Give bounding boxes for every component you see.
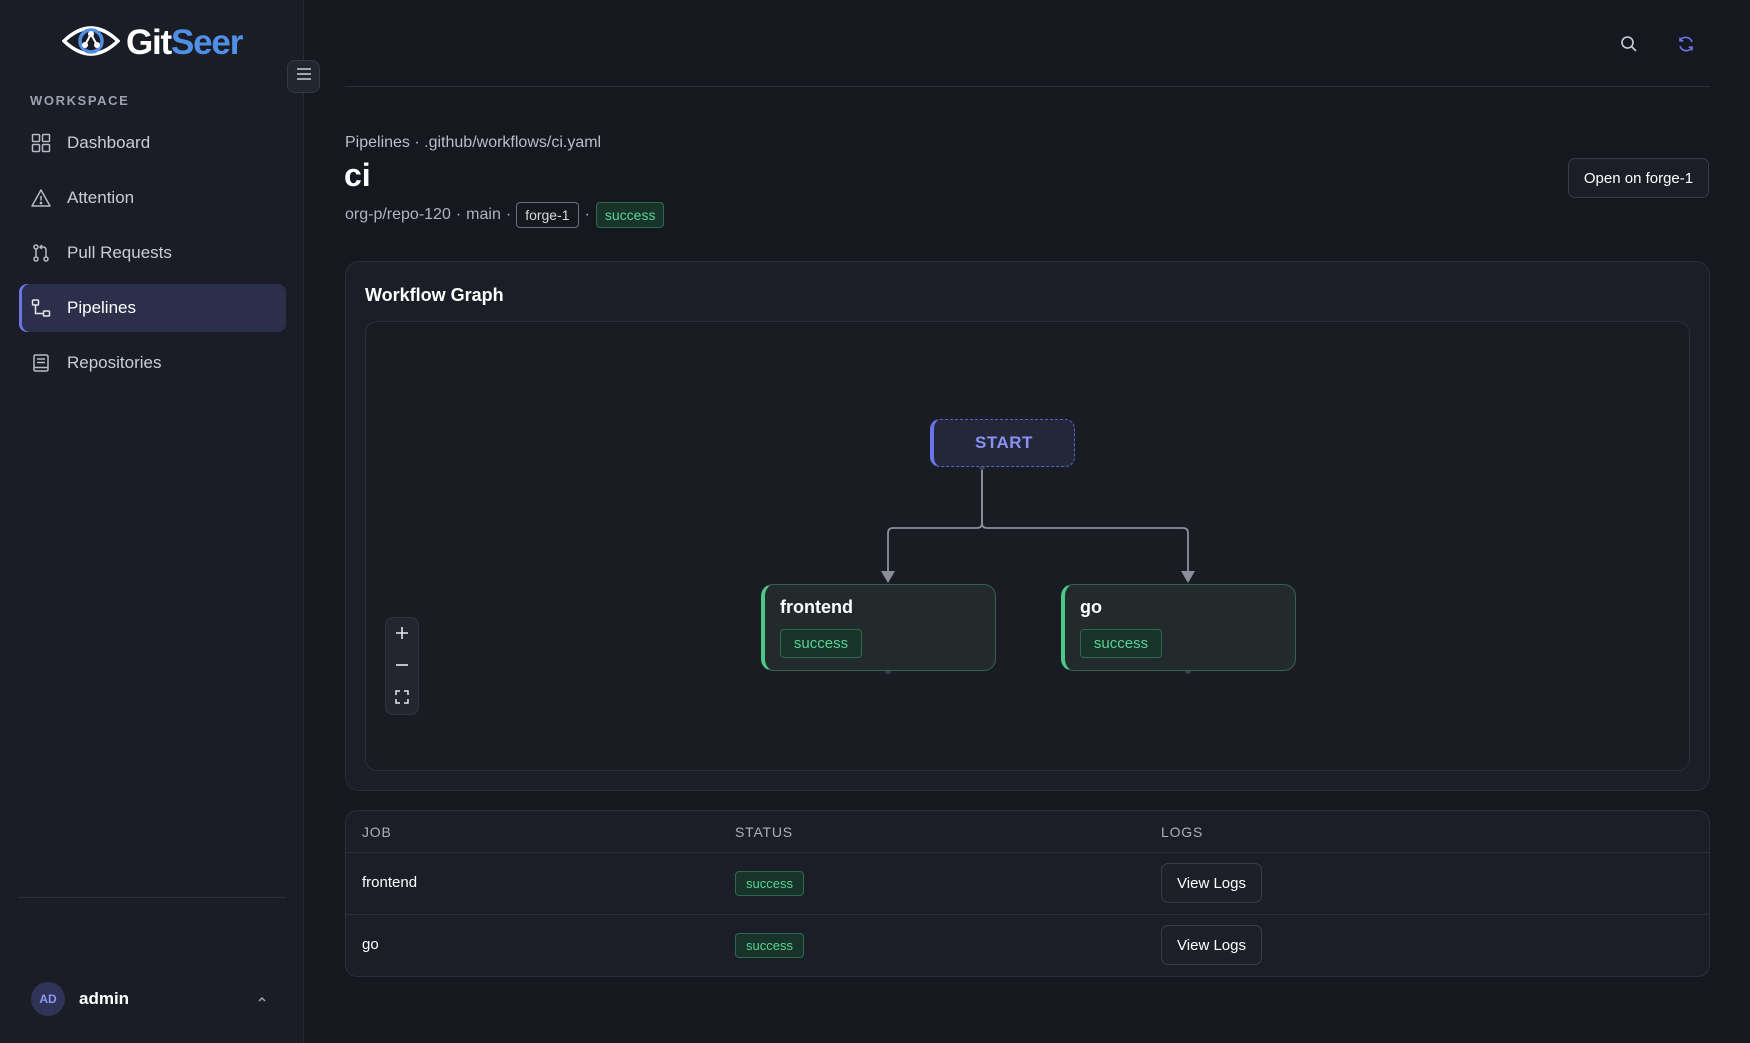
warning-triangle-icon (31, 188, 51, 208)
top-bar (345, 0, 1710, 87)
edge-start-go (981, 467, 1189, 577)
workspace-section-label: WORKSPACE (30, 93, 130, 108)
status-badge: success (1080, 629, 1162, 658)
graph-edges (881, 464, 1195, 674)
sidebar: GitSeer WORKSPACE Dashboard Attention Pu… (0, 0, 304, 1043)
book-icon (31, 353, 51, 373)
status-badge: success (735, 871, 804, 896)
zoom-in-button[interactable] (386, 618, 418, 650)
sidebar-item-pipelines[interactable]: Pipelines (19, 284, 286, 332)
breadcrumb: Pipelines · .github/workflows/ci.yaml (345, 134, 602, 151)
repo-name[interactable]: org-p/repo-120 (345, 206, 451, 223)
open-on-forge-button[interactable]: Open on forge-1 (1568, 158, 1709, 198)
zoom-out-button[interactable] (386, 650, 418, 682)
job-name: frontend (362, 874, 418, 891)
job-name: go (362, 936, 379, 953)
sidebar-item-label: Pipelines (67, 298, 136, 317)
minus-icon (395, 655, 409, 678)
logo-text-git: Git (126, 23, 172, 62)
page-title: ci (344, 157, 371, 193)
workflow-graph-card: Workflow Graph START frontend success go… (345, 261, 1710, 791)
job-node-frontend[interactable]: frontend success (761, 584, 996, 671)
jobs-table: JOB STATUS LOGS frontend success View Lo… (345, 810, 1710, 977)
edge-arrow-frontend (881, 571, 895, 583)
zoom-controls (385, 617, 419, 715)
eye-logo-icon (61, 21, 121, 66)
meta-separator: · (584, 206, 590, 223)
status-badge: success (780, 629, 862, 658)
logo-text: GitSeer (126, 23, 243, 63)
pipeline-meta: org-p/repo-120 · main · forge-1 · succes… (345, 202, 665, 228)
pipeline-icon (31, 298, 51, 318)
view-logs-button[interactable]: View Logs (1161, 863, 1262, 903)
meta-separator: · (455, 206, 462, 223)
workflow-graph-title: Workflow Graph (365, 285, 504, 305)
user-menu[interactable]: AD admin (31, 982, 271, 1016)
sidebar-item-dashboard[interactable]: Dashboard (19, 119, 286, 167)
sidebar-item-repositories[interactable]: Repositories (19, 339, 286, 387)
table-row: frontend success View Logs (346, 853, 1709, 915)
fullscreen-icon (395, 687, 409, 710)
sidebar-item-label: Dashboard (67, 133, 151, 152)
gitseer-logo[interactable]: GitSeer (61, 21, 243, 66)
sidebar-item-label: Pull Requests (67, 243, 172, 262)
branch-name: main (466, 206, 501, 223)
grid-icon (31, 133, 51, 153)
start-node[interactable]: START (930, 419, 1075, 467)
table-row: go success View Logs (346, 915, 1709, 976)
sidebar-item-attention[interactable]: Attention (19, 174, 286, 222)
git-pull-request-icon (31, 243, 51, 263)
edge-arrow-go (1181, 571, 1195, 583)
column-header-job: JOB (362, 824, 392, 840)
logo-text-seer: Seer (171, 23, 243, 62)
fit-view-button[interactable] (386, 682, 418, 714)
plus-icon (395, 623, 409, 646)
sidebar-item-pull-requests[interactable]: Pull Requests (19, 229, 286, 277)
job-node-name: go (1080, 597, 1102, 617)
forge-badge: forge-1 (516, 202, 579, 228)
graph-canvas[interactable]: START frontend success go success (365, 321, 1690, 771)
status-badge: success (595, 202, 665, 228)
user-name: admin (79, 989, 130, 1008)
job-node-name: frontend (780, 597, 853, 617)
refresh-icon[interactable] (1675, 33, 1697, 55)
avatar: AD (31, 982, 65, 1016)
chevron-up-icon[interactable] (257, 992, 267, 1006)
sidebar-item-label: Repositories (67, 353, 162, 372)
column-header-status: STATUS (735, 824, 793, 840)
column-header-logs: LOGS (1161, 824, 1204, 840)
job-node-go[interactable]: go success (1061, 584, 1296, 671)
sidebar-toggle-button[interactable] (287, 60, 320, 93)
search-icon[interactable] (1618, 33, 1640, 55)
menu-icon (296, 67, 312, 86)
table-header: JOB STATUS LOGS (346, 811, 1709, 853)
sidebar-nav: Dashboard Attention Pull Requests Pipeli… (19, 119, 286, 394)
meta-separator: · (505, 206, 512, 223)
status-badge: success (735, 933, 804, 958)
sidebar-divider (18, 897, 286, 898)
sidebar-item-label: Attention (67, 188, 135, 207)
edge-start-frontend (887, 467, 983, 577)
view-logs-button[interactable]: View Logs (1161, 925, 1262, 965)
